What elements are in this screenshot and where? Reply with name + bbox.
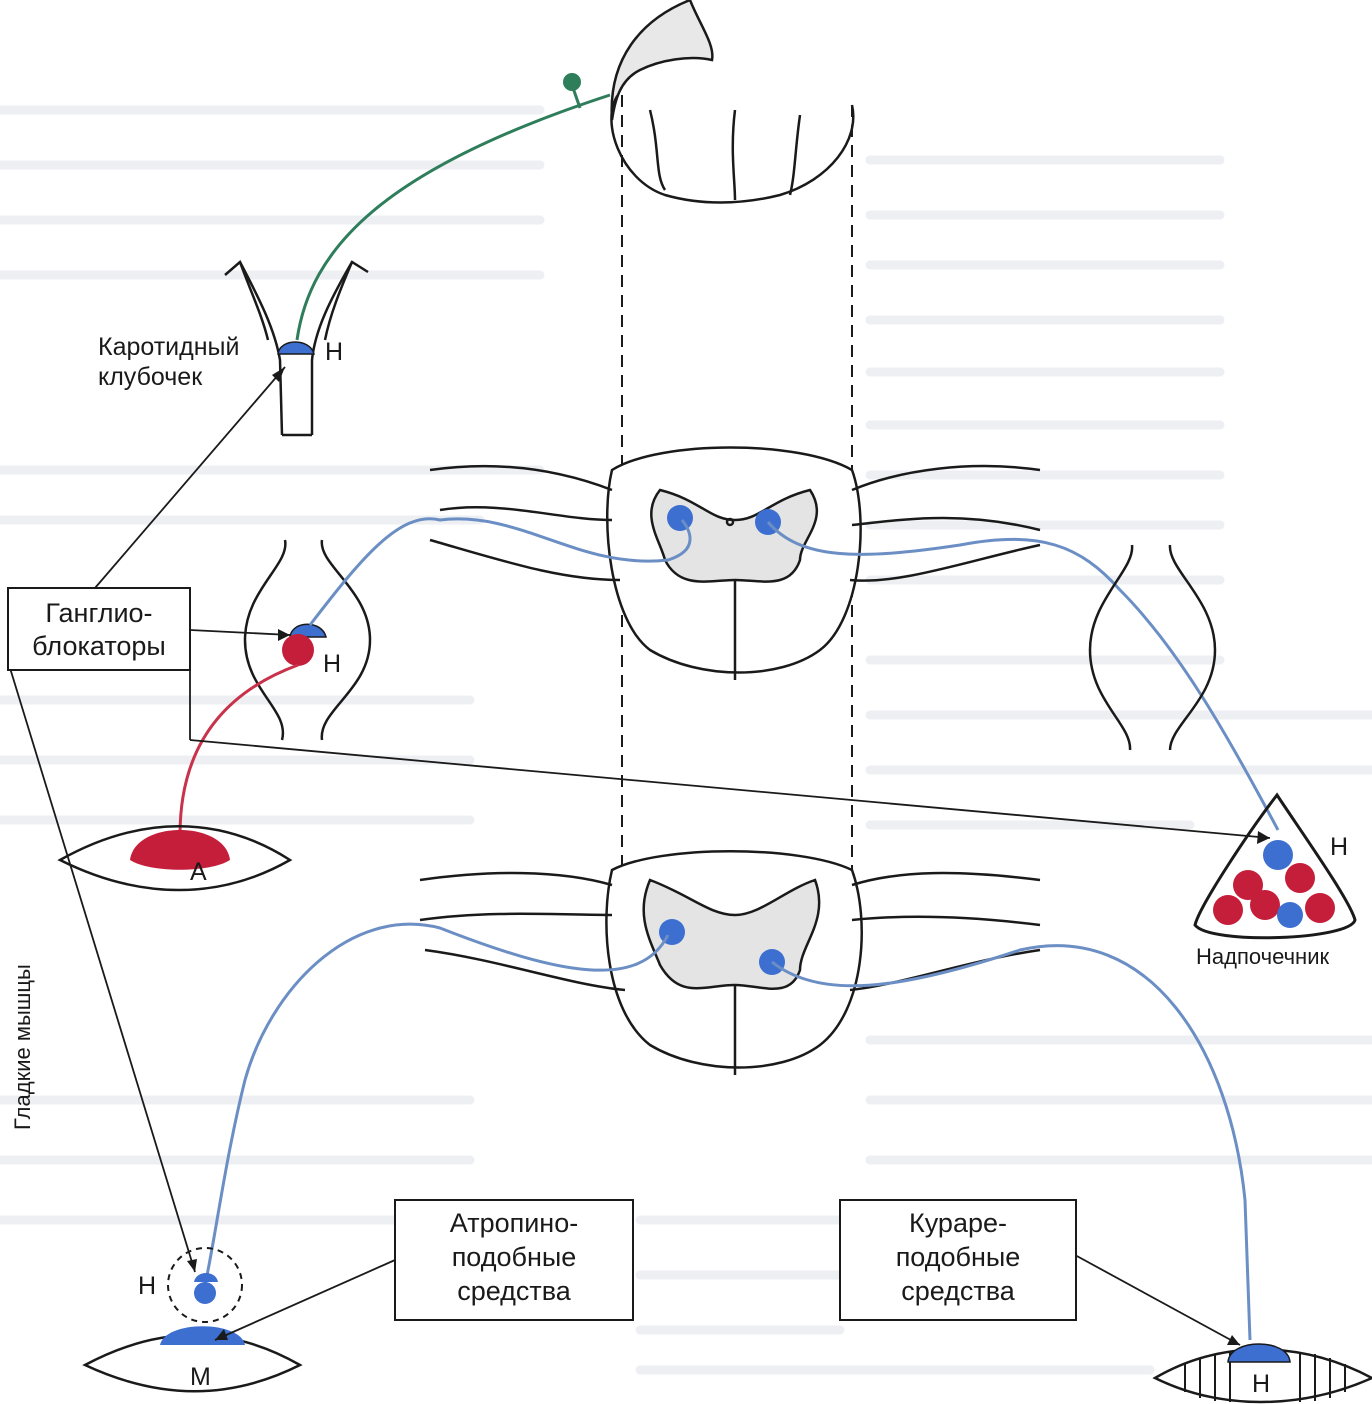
postganglionic-fiber xyxy=(178,663,299,836)
ganglio-label-line2: блокаторы xyxy=(32,631,166,661)
h-smooth: Н xyxy=(138,1272,156,1300)
m-label: М xyxy=(190,1363,211,1391)
target-ring xyxy=(167,1247,243,1323)
preganglionic-fiber xyxy=(308,517,1280,831)
curare-box xyxy=(839,1199,1077,1321)
efferent-fiber-right xyxy=(771,944,1252,1341)
h-skeletal: Н xyxy=(1252,1370,1270,1398)
a-label: А xyxy=(190,858,207,886)
ganglio-box xyxy=(7,587,191,671)
neuron-upper-left xyxy=(667,505,693,531)
background-texture xyxy=(0,105,1372,1375)
atropine-label-line1: Атропино- xyxy=(450,1208,578,1238)
adrenal-label: Надпочечник xyxy=(1196,944,1329,969)
sensory-fiber xyxy=(295,84,611,341)
pointer-lines xyxy=(9,366,1271,1346)
h-carotid: Н xyxy=(325,338,343,366)
sensory-terminal xyxy=(563,73,581,91)
target-neuron xyxy=(194,1282,216,1304)
h-ganglion: Н xyxy=(323,650,341,678)
curare-label-line3: средства xyxy=(901,1276,1016,1306)
arrowheads xyxy=(187,367,1270,1345)
ganglion-right xyxy=(1088,544,1217,751)
atropine-box xyxy=(394,1199,634,1321)
carotid-receptor xyxy=(277,341,315,355)
adrenal-gland xyxy=(1193,792,1357,940)
target-receptor-top xyxy=(194,1273,218,1282)
receptor-m xyxy=(160,1326,245,1345)
ganglio-label-line1: Ганглио- xyxy=(45,598,152,628)
ganglion-neuron xyxy=(282,634,314,666)
carotid-label-line1: Каротидный xyxy=(98,333,239,361)
spinal-cord-lower xyxy=(419,850,1041,1075)
curare-label-line1: Кураре- xyxy=(909,1208,1007,1238)
smooth-muscle-label: Гладкие мышцы xyxy=(10,964,35,1130)
atropine-label-line3: средства xyxy=(457,1276,572,1306)
atropine-label-line2: подобные xyxy=(452,1242,577,1272)
ganglion-left xyxy=(243,539,372,741)
organ-a xyxy=(57,825,293,892)
h-adrenal: Н xyxy=(1330,833,1348,861)
receptor-a xyxy=(130,830,230,870)
organ-m xyxy=(82,1333,303,1393)
skeletal-muscle xyxy=(1152,1343,1372,1404)
efferent-fiber-left xyxy=(203,922,670,1286)
spinal-cord-upper xyxy=(429,446,1041,680)
carotid-vessel xyxy=(224,260,369,437)
curare-label-line2: подобные xyxy=(896,1242,1021,1272)
brainstem xyxy=(610,0,855,204)
carotid-label-line2: клубочек xyxy=(98,363,203,391)
